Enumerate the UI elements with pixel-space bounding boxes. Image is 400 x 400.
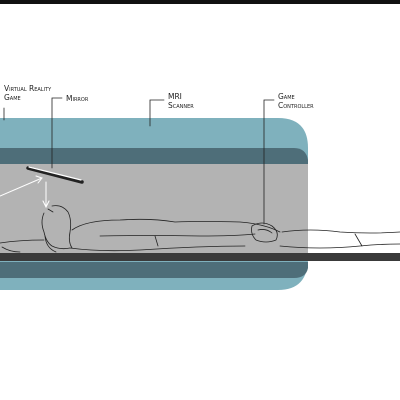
label-mri-scanner-line2: Scanner xyxy=(168,101,194,110)
label-mri-scanner: MRI Scanner xyxy=(168,92,194,110)
patient-table xyxy=(0,253,400,261)
scanner-band-top xyxy=(0,148,308,164)
label-virtual-reality-game-line1: Virtual Reality xyxy=(4,84,52,93)
callout-lines xyxy=(3,97,275,225)
label-game-controller-line2: Controller xyxy=(278,101,314,110)
label-game-controller-line1: Game xyxy=(278,92,295,101)
mirror-glass xyxy=(26,166,84,184)
reflection-arrows xyxy=(0,175,50,209)
label-mri-scanner-line1: MRI xyxy=(168,92,182,101)
label-game-controller: Game Controller xyxy=(278,92,314,110)
scanner-band-bottom xyxy=(0,262,308,278)
label-mirror-text: Mirror xyxy=(66,94,89,103)
label-virtual-reality-game: Virtual Reality Game xyxy=(4,84,51,102)
top-border-strip xyxy=(0,0,400,4)
label-virtual-reality-game-line2: Game xyxy=(4,93,21,102)
patient-figure xyxy=(0,205,400,253)
label-mirror: Mirror xyxy=(66,94,88,103)
mirror-glass-highlight xyxy=(28,166,82,181)
scanner-bore xyxy=(0,164,308,254)
